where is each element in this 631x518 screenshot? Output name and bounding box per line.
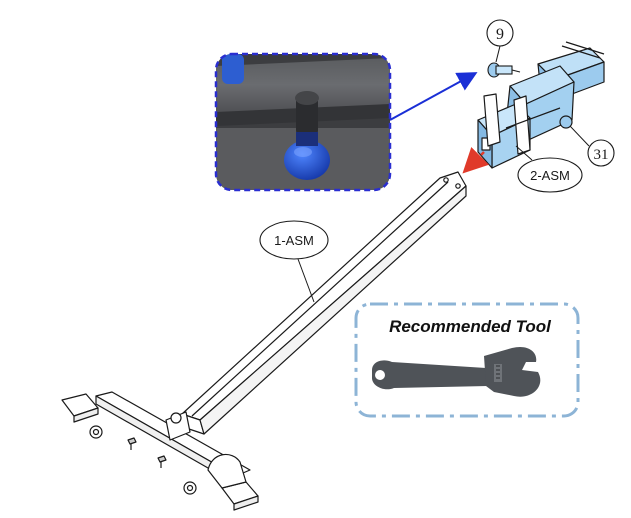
svg-text:1-ASM: 1-ASM: [274, 233, 314, 248]
label-2-asm: 2-ASM: [515, 145, 583, 193]
tool-box-title: Recommended Tool: [389, 317, 552, 336]
svg-text:9: 9: [496, 26, 504, 43]
knob-icon: [284, 140, 330, 180]
bracket-assembly: [477, 41, 605, 169]
main-frame-assembly: [61, 171, 467, 511]
svg-text:2-ASM: 2-ASM: [530, 168, 570, 183]
recommended-tool-box: Recommended Tool: [354, 302, 580, 418]
insertion-arrow: [462, 147, 489, 174]
svg-text:31: 31: [594, 147, 609, 163]
inset-border: [214, 52, 392, 192]
callout-9: 9: [486, 19, 514, 63]
callout-31: 31: [569, 125, 615, 167]
adjustable-wrench-icon: [372, 346, 541, 397]
inset-photo: [214, 52, 392, 192]
pointer-arrow: [389, 72, 478, 121]
label-1-asm: 1-ASM: [259, 220, 329, 303]
pin-icon: [487, 62, 521, 78]
